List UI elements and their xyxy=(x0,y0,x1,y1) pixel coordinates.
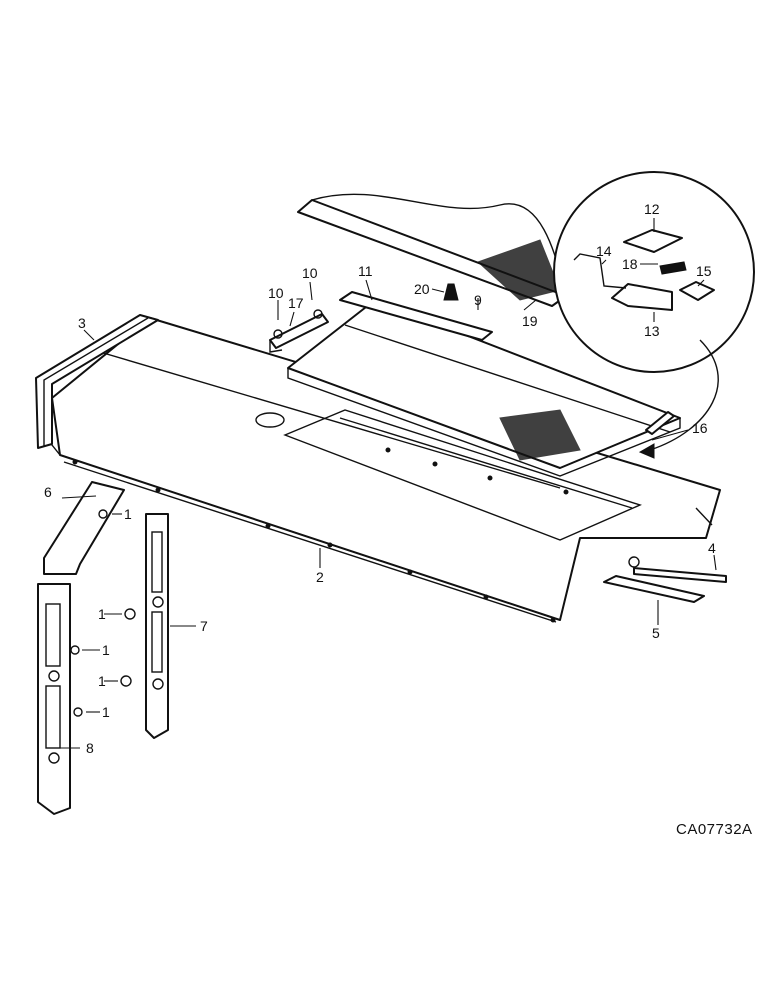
callout-1: 1 xyxy=(124,506,132,522)
callout-3: 3 xyxy=(78,315,86,331)
callout-19: 19 xyxy=(522,313,538,329)
callout-10: 10 xyxy=(302,265,318,281)
rod xyxy=(628,556,727,583)
bolts xyxy=(70,509,136,717)
callout-10: 10 xyxy=(268,285,284,301)
callout-17: 17 xyxy=(288,295,304,311)
plug xyxy=(443,283,459,301)
edge-bolt-holes xyxy=(72,447,569,623)
main-shield xyxy=(47,317,721,623)
callout-15: 15 xyxy=(696,263,712,279)
callout-8: 8 xyxy=(86,740,94,756)
leader-lines xyxy=(60,218,717,749)
callout-1: 1 xyxy=(98,673,106,689)
callout-6: 6 xyxy=(44,484,52,500)
strip xyxy=(339,291,493,341)
callout-9: 9 xyxy=(474,292,482,308)
callout-labels: 1 1 1 1 1 1 2 3 4 5 6 7 8 9 10 10 11 12 … xyxy=(44,201,716,756)
callout-4: 4 xyxy=(708,540,716,556)
detail-arrow-head xyxy=(638,443,655,459)
callout-12: 12 xyxy=(644,201,660,217)
support-plate-8 xyxy=(37,583,71,815)
callout-7: 7 xyxy=(200,618,208,634)
detail-arrow xyxy=(649,339,719,451)
callout-1: 1 xyxy=(102,642,110,658)
hinge xyxy=(269,309,329,353)
latch-detail-inset xyxy=(553,171,755,373)
callout-18: 18 xyxy=(622,256,638,272)
callout-1: 1 xyxy=(102,704,110,720)
bracket xyxy=(43,481,125,575)
support-plate-7 xyxy=(145,513,169,739)
cover-panel xyxy=(287,299,681,477)
callout-2: 2 xyxy=(316,569,324,585)
catalog-number: CA07732A xyxy=(676,821,753,838)
callout-13: 13 xyxy=(644,323,660,339)
callout-1: 1 xyxy=(98,606,106,622)
pin-mat xyxy=(499,409,675,461)
callout-16: 16 xyxy=(692,420,708,436)
flat-bar xyxy=(603,575,705,603)
edge-trim xyxy=(35,314,159,449)
callout-11: 11 xyxy=(358,263,373,279)
callout-5: 5 xyxy=(652,625,660,641)
callout-20: 20 xyxy=(414,281,430,297)
callout-14: 14 xyxy=(596,243,612,259)
